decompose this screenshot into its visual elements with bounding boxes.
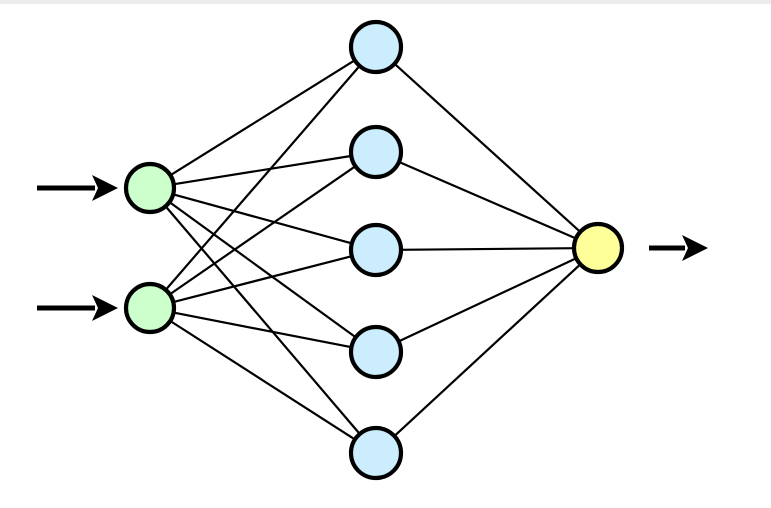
node-h2-hidden[interactable] — [348, 124, 404, 180]
edge-h2-o1 — [396, 160, 579, 241]
edge-i2-h5 — [167, 318, 358, 442]
edge-h3-o1 — [397, 247, 578, 251]
input-arrow-1-head — [92, 175, 118, 201]
arrows-group — [37, 175, 708, 321]
output-arrow — [649, 235, 708, 261]
node-h3-hidden[interactable] — [348, 222, 404, 278]
node-h1-hidden[interactable] — [348, 19, 404, 75]
edge-i2-h2 — [167, 163, 359, 297]
nodes-group — [123, 19, 625, 481]
edge-i1-h4 — [166, 199, 359, 340]
edge-i1-h3 — [170, 192, 355, 246]
edge-h1-o1 — [391, 61, 583, 235]
node-h4-hidden[interactable] — [348, 324, 404, 380]
input-arrow-1 — [37, 175, 118, 201]
node-o1-output[interactable] — [571, 221, 625, 275]
input-arrow-2 — [37, 295, 118, 321]
edge-i2-h4 — [170, 311, 355, 349]
node-i1-input[interactable] — [123, 161, 177, 215]
node-h5-hidden[interactable] — [348, 425, 404, 481]
edges-group — [163, 58, 583, 442]
node-i2-input[interactable] — [123, 281, 177, 335]
edge-i1-h1 — [167, 58, 358, 178]
output-arrow-head — [682, 235, 708, 261]
edge-i2-h3 — [170, 254, 355, 304]
edge-h5-o1 — [391, 261, 583, 439]
edge-h4-o1 — [395, 256, 580, 344]
edge-i2-h1 — [163, 63, 363, 293]
edge-i1-h5 — [163, 203, 363, 437]
edge-i1-h2 — [170, 154, 355, 186]
input-arrow-2-head — [92, 295, 118, 321]
top-edge-strip — [0, 0, 771, 4]
